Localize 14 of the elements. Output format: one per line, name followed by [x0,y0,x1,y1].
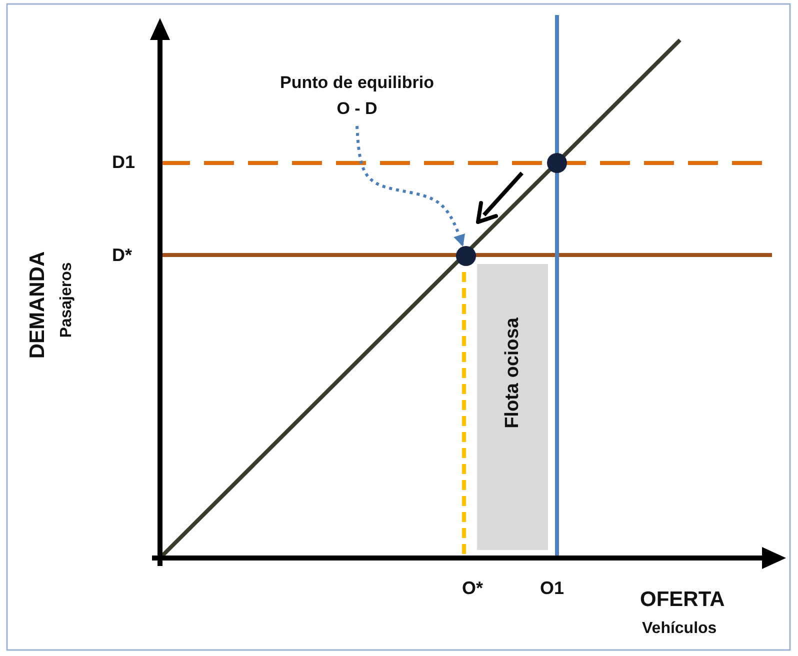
axis-value-label: O1 [540,578,564,599]
point-marker [456,246,476,266]
axis-value-label: D1 [112,152,136,173]
axis-value-label: O* [462,578,484,599]
annotation-text: Punto de equilibrio O - D [279,72,435,120]
y-axis-subtitle: Pasajeros [58,262,76,338]
x-axis-subtitle: Vehículos [642,620,717,638]
x-axis-title: OFERTA [640,588,725,612]
y-axis-title: DEMANDA [26,251,50,359]
area-label: Flota ociosa [502,317,524,428]
leader-arrow [356,126,466,247]
axis-value-label: D* [112,245,132,266]
idle-fleet-area [477,264,548,550]
point-marker [547,153,567,173]
